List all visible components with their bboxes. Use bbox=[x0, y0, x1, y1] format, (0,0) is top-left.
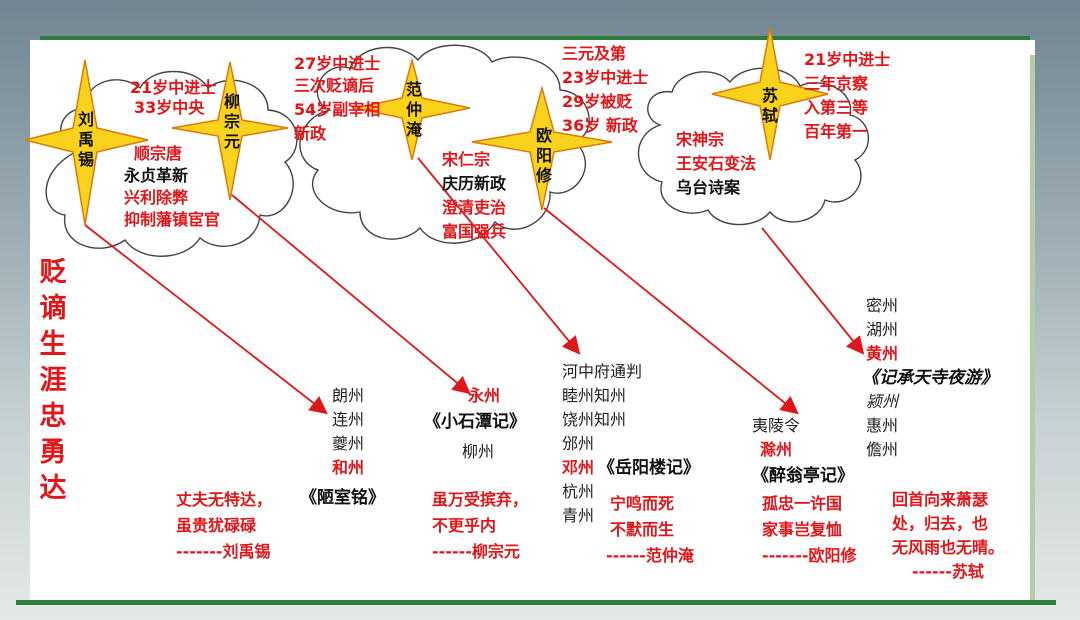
fan-reform-1: 宋仁宗 bbox=[442, 150, 491, 169]
liu-yuxi-reform-1: 顺宗唐 bbox=[134, 144, 183, 163]
arrow-su-shi bbox=[761, 227, 865, 355]
liu-zongyuan-quote-1: 虽万受摈弃， bbox=[432, 490, 529, 509]
liu-yuxi-reform-2: 永贞革新 bbox=[124, 166, 189, 185]
top-green-bar bbox=[40, 36, 1030, 40]
liu-yuxi-exile-1: 朗州 bbox=[332, 386, 365, 405]
name-su-shi: 苏轼 bbox=[761, 86, 778, 125]
liu-yuxi-career-2: 33岁中央 bbox=[134, 98, 205, 117]
su-reform-2: 王安石变法 bbox=[676, 154, 757, 173]
su-career-1: 21岁中进士 bbox=[804, 50, 891, 69]
ouyang-quote-1: 孤忠一许国 bbox=[762, 494, 843, 513]
ouyang-career-4: 36岁 新政 bbox=[562, 116, 638, 135]
liu-yuxi-signature: -------刘禹锡 bbox=[176, 542, 271, 561]
fan-exile-3: 饶州知州 bbox=[562, 410, 627, 429]
fan-exile-2: 睦州知州 bbox=[562, 386, 627, 405]
right-green-bar bbox=[1030, 55, 1035, 600]
cloud-right bbox=[637, 67, 870, 226]
fan-quote-2: 不默而生 bbox=[610, 520, 675, 539]
star-fan-zhongyan bbox=[354, 57, 471, 161]
ouyang-quote-2: 家事岂复恤 bbox=[762, 520, 843, 539]
ouyang-career-3: 29岁被贬 bbox=[562, 92, 633, 111]
fan-career-1: 27岁中进士 bbox=[294, 54, 381, 73]
liu-yuxi-work: 《陋室铭》 bbox=[300, 488, 385, 508]
fan-career-2: 三次贬谪后 bbox=[294, 76, 375, 95]
fan-exile-1: 河中府通判 bbox=[562, 362, 643, 381]
star-ouyang-xiu bbox=[471, 85, 613, 211]
su-career-3: 入第三等 bbox=[804, 98, 869, 117]
su-exile-b2: 惠州 bbox=[866, 416, 899, 435]
ouyang-exile-2: 滁州 bbox=[760, 440, 793, 459]
su-quote-2: 处，归去，也 bbox=[892, 514, 989, 533]
su-exile-a3: 黄州 bbox=[866, 344, 899, 363]
liu-zongyuan-exile-bottom: 柳州 bbox=[462, 442, 495, 461]
fan-work: 《岳阳楼记》 bbox=[598, 458, 700, 478]
side-title: 贬谪生涯 忠 勇 达 bbox=[39, 257, 67, 504]
name-liu-yuxi: 刘禹锡 bbox=[77, 110, 94, 169]
arrow-liu-zongyuan bbox=[231, 194, 471, 395]
fan-reform-3: 澄清吏治 bbox=[442, 198, 507, 217]
liu-yuxi-quote-1: 丈夫无特达， bbox=[176, 490, 273, 509]
name-fan-zhongyan: 范仲淹 bbox=[405, 80, 422, 139]
su-exile-a2: 湖州 bbox=[866, 320, 899, 339]
liu-yuxi-reform-3: 兴利除弊 bbox=[124, 188, 189, 207]
su-reform-3: 乌台诗案 bbox=[676, 178, 741, 197]
liu-zongyuan-exile-top: 永州 bbox=[468, 386, 501, 405]
su-career-2: 三年京察 bbox=[804, 74, 869, 93]
fan-reform-2: 庆历新政 bbox=[442, 174, 507, 193]
liu-zongyuan-work: 《小石潭记》 bbox=[424, 412, 526, 432]
su-exile-b1: 颍州 bbox=[866, 392, 899, 411]
fan-signature: ------范仲淹 bbox=[606, 546, 694, 565]
liu-yuxi-career-1: 21岁中进士 bbox=[130, 78, 217, 97]
arrow-fan-zhongyan bbox=[417, 157, 581, 355]
su-signature: ------苏轼 bbox=[912, 562, 984, 581]
liu-yuxi-quote-2: 虽贵犹碌碌 bbox=[176, 516, 257, 535]
su-exile-a1: 密州 bbox=[866, 296, 899, 315]
liu-yuxi-exile-4: 和州 bbox=[332, 458, 365, 477]
fan-reform-4: 富国强兵 bbox=[442, 222, 507, 241]
liu-zongyuan-quote-2: 不更乎内 bbox=[432, 516, 497, 535]
cloud-middle bbox=[299, 44, 590, 244]
fan-exile-4: 邠州 bbox=[562, 434, 595, 453]
su-career-4: 百年第一 bbox=[804, 122, 869, 141]
liu-zongyuan-signature: ------柳宗元 bbox=[432, 542, 520, 561]
fan-quote-1: 宁鸣而死 bbox=[610, 494, 675, 513]
star-liu-zongyuan bbox=[171, 61, 289, 201]
su-reform-1: 宋神宗 bbox=[676, 130, 725, 149]
liu-yuxi-exile-2: 连州 bbox=[332, 410, 365, 429]
su-work: 《记承天寺夜游》 bbox=[862, 368, 998, 388]
ouyang-exile-1: 夷陵令 bbox=[752, 416, 801, 435]
ouyang-career-1: 三元及第 bbox=[562, 44, 627, 63]
su-quote-1: 回首向来萧瑟 bbox=[892, 490, 989, 509]
ouyang-signature: -------欧阳修 bbox=[762, 546, 857, 565]
ouyang-work: 《醉翁亭记》 bbox=[752, 466, 854, 486]
name-liu-zongyuan: 柳宗元 bbox=[223, 92, 240, 151]
name-ouyang-xiu: 欧阳修 bbox=[535, 126, 552, 185]
arrow-liu-yuxi bbox=[84, 224, 328, 415]
fan-exile-7: 青州 bbox=[562, 506, 595, 525]
liu-yuxi-reform-4: 抑制藩镇宦官 bbox=[124, 210, 221, 229]
fan-career-3: 54岁副宰相 bbox=[294, 100, 381, 119]
arrow-ouyang-xiu bbox=[543, 207, 799, 415]
ouyang-career-2: 23岁中进士 bbox=[562, 68, 649, 87]
fan-exile-6: 杭州 bbox=[562, 482, 595, 501]
fan-exile-5: 邓州 bbox=[562, 458, 595, 477]
fan-career-4: 新政 bbox=[294, 124, 327, 143]
bottom-green-bar bbox=[16, 600, 1056, 605]
star-su-shi bbox=[711, 27, 829, 161]
liu-yuxi-exile-3: 夔州 bbox=[332, 434, 365, 453]
arrows bbox=[84, 157, 865, 415]
su-exile-b3: 儋州 bbox=[866, 440, 899, 459]
su-quote-3: 无风雨也无晴。 bbox=[892, 538, 1005, 557]
